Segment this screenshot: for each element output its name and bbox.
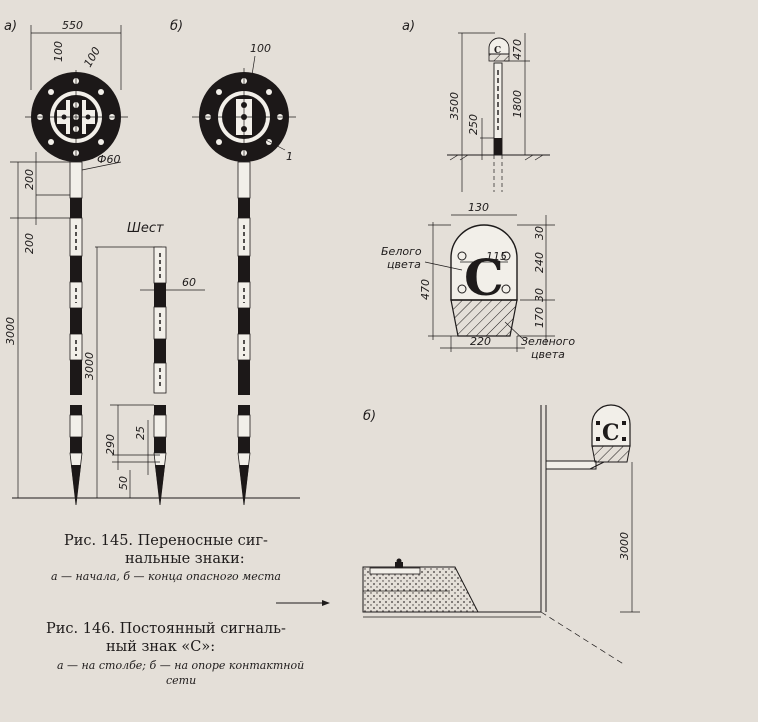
fig145a-dim-3000: 3000 [4, 317, 17, 345]
fig145a-dim-550: 550 [62, 19, 83, 32]
detail-dim-470: 470 [419, 279, 432, 300]
pole-dim-3000: 3000 [83, 352, 96, 380]
fig146-caption-sub1: а — на столбе; б — на опоре контактной [57, 659, 304, 672]
fig146-label-a: а) [402, 19, 415, 34]
detail-dim-30-top: 30 [533, 226, 546, 240]
detail-dim-30-mid: 30 [533, 288, 546, 302]
fig146b-pole-sign: С [591, 404, 631, 463]
fig145b-dim-100: 100 [250, 42, 271, 55]
fig145a-dim-200-b: 200 [23, 233, 36, 254]
fig145-panel-b: б) 100 1 [170, 19, 296, 506]
pole-dim-290: 290 [104, 434, 117, 455]
fig145b-pole [237, 161, 251, 506]
fig146-panel-b: б) С 3000 [362, 404, 640, 666]
track-ballast [362, 558, 541, 618]
fig146-panel-a: а) С 3500 470 1800 250 [402, 19, 550, 192]
fig146b-dim-3000: 3000 [618, 532, 631, 560]
fig145a-signal-disc [25, 70, 128, 165]
pole-label: Шест [127, 221, 164, 236]
fig146a-dim-470: 470 [511, 39, 524, 60]
pole-dim-60: 60 [182, 276, 196, 289]
fig145a-dim-100-b: 100 [81, 45, 103, 70]
pole-dim-25: 25 [134, 426, 147, 440]
fig146-caption-line1: Рис. 146. Постоянный сигналь- [46, 621, 286, 637]
fig146b-letter: С [602, 420, 620, 446]
green-color-label-line1: Зеленого [521, 335, 575, 348]
fig145-pole-detail: Шест 60 3000 290 25 50 [83, 221, 205, 506]
fig146-caption: Рис. 146. Постоянный сигналь- ный знак «… [46, 621, 304, 687]
fig145-label-b: б) [170, 19, 183, 34]
fig146a-dim-1800: 1800 [511, 90, 524, 118]
fig145-caption-sub: а — начала, б — конца опасного места [51, 570, 281, 583]
pole-dim-50: 50 [117, 476, 130, 490]
fig146-sign-detail: С 130 115 30 240 30 170 470 220 Белого ц… [381, 201, 575, 361]
detail-dim-130: 130 [468, 201, 489, 214]
fig146-caption-line2: ный знак «С»: [106, 639, 215, 655]
fig146-label-b: б) [363, 409, 376, 424]
fig145-caption-line2: нальные знаки: [125, 551, 245, 567]
fig146-caption-sub2: сети [166, 674, 196, 687]
detail-dim-220: 220 [470, 335, 491, 348]
fig145a-dim-200-a: 200 [23, 169, 36, 190]
fig145-caption: Рис. 145. Переносные сиг- нальные знаки:… [51, 533, 281, 583]
detail-dim-115: 115 [486, 250, 507, 263]
fig146-detail-letter: С [464, 248, 504, 307]
fig146a-dim-250: 250 [467, 114, 480, 135]
fig146a-small-letter: С [494, 46, 501, 56]
fig145b-callout-1: 1 [286, 150, 293, 163]
green-color-label-line2: цвета [531, 348, 565, 361]
fig146a-dim-3500: 3500 [448, 92, 461, 120]
detail-dim-170: 170 [533, 307, 546, 328]
fig145-panel-a: а) 550 100 100 [4, 19, 300, 506]
white-color-label-line1: Белого [381, 245, 422, 258]
fig145-label-a: а) [4, 19, 17, 34]
fig145a-dim-phi60: Ф60 [97, 153, 120, 166]
fig145-caption-line1: Рис. 145. Переносные сиг- [64, 533, 268, 549]
fig146a-post-sign: С [488, 37, 510, 192]
detail-dim-240: 240 [533, 252, 546, 273]
white-color-label-line2: цвета [387, 258, 421, 271]
fig145a-dim-100-a: 100 [52, 41, 65, 62]
fig145b-signal-disc [192, 68, 296, 165]
fig145a-pole [69, 161, 83, 506]
